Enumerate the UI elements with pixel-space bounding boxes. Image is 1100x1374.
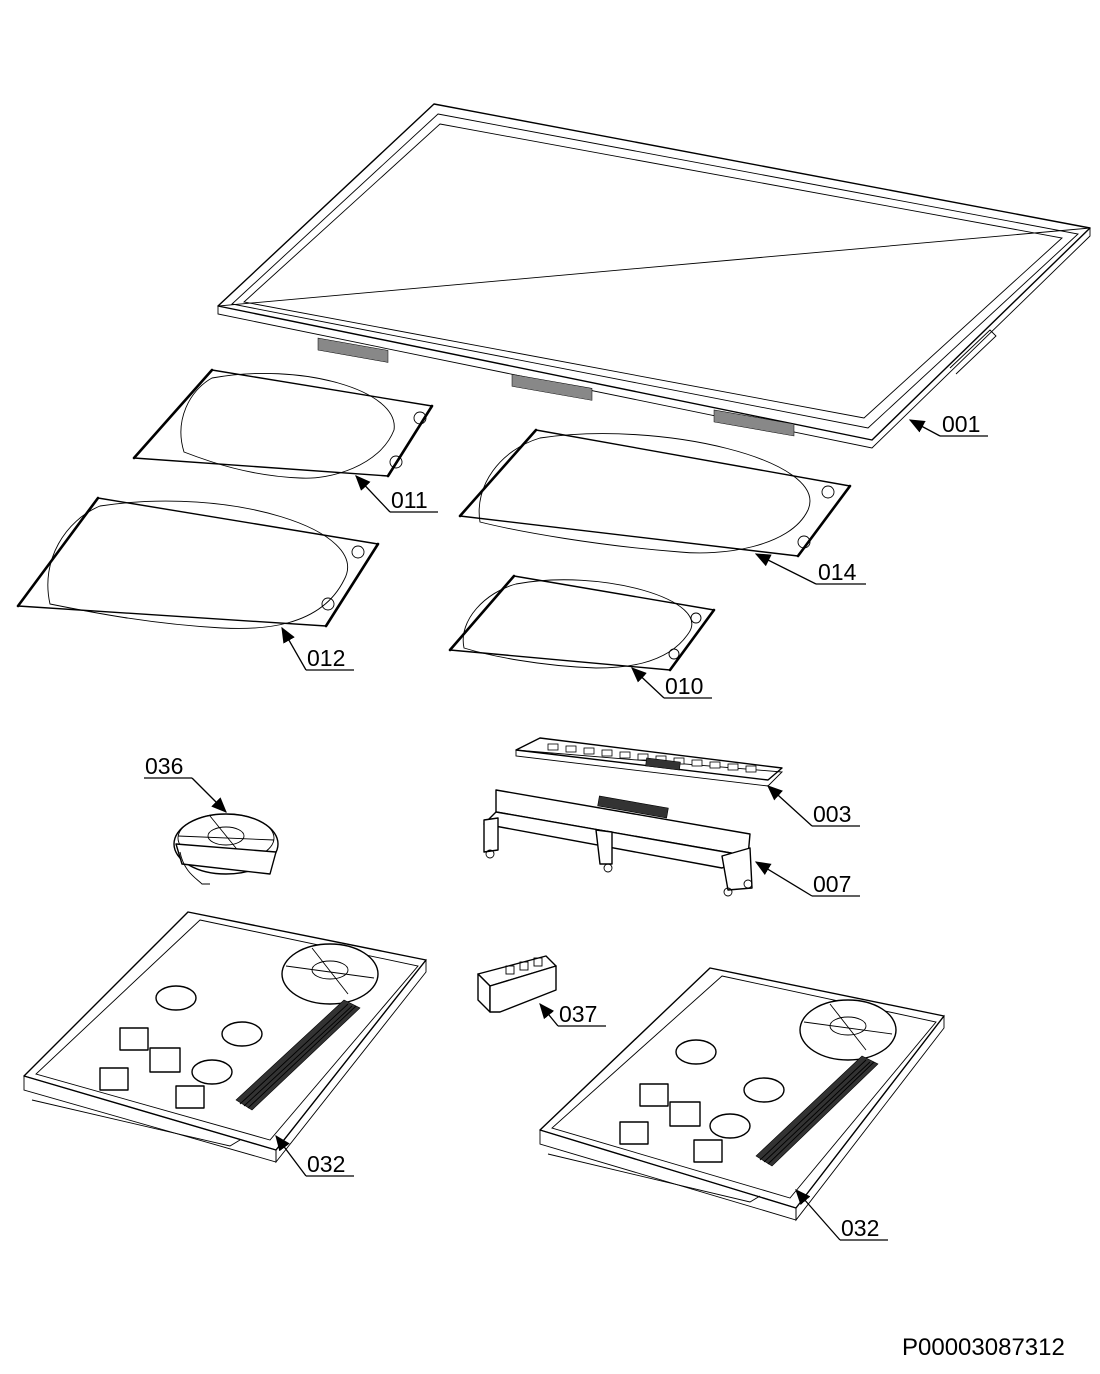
filter-part — [477, 955, 557, 1013]
coil-rear-right-part — [458, 428, 852, 558]
callout-label-032-right: 032 — [841, 1215, 879, 1241]
callout-label-007: 007 — [813, 871, 851, 897]
callout-label-032-left: 032 — [307, 1151, 345, 1177]
control-board-part — [515, 737, 784, 787]
power-board-right-part — [539, 967, 945, 1222]
callout-label-037: 037 — [559, 1001, 597, 1027]
document-id: P00003087312 — [902, 1334, 1065, 1361]
callout-012: 012 — [281, 626, 354, 671]
coil-rear-left-part — [132, 368, 434, 479]
callout-001: 001 — [908, 411, 988, 437]
callout-003: 003 — [767, 785, 860, 827]
power-board-left-part — [23, 911, 427, 1164]
callout-007: 007 — [754, 861, 860, 897]
callout-label-011: 011 — [391, 487, 428, 513]
callout-011: 011 — [355, 475, 438, 513]
callout-037: 037 — [539, 1001, 606, 1027]
callout-label-001: 001 — [942, 411, 980, 437]
callout-label-010: 010 — [665, 673, 703, 699]
coil-front-left-part — [16, 496, 380, 629]
callout-032-left: 032 — [275, 1134, 354, 1177]
fan-part — [173, 813, 279, 885]
callout-010: 010 — [631, 667, 712, 699]
callout-label-014: 014 — [818, 559, 857, 585]
callout-032-right: 032 — [795, 1189, 888, 1241]
callout-label-012: 012 — [307, 645, 345, 671]
callout-036: 036 — [144, 753, 227, 813]
callout-014: 014 — [754, 553, 866, 585]
coil-front-right-part — [448, 574, 716, 672]
callout-label-036: 036 — [145, 753, 183, 779]
control-bracket-part — [483, 789, 753, 897]
glass-frame-part — [217, 103, 1091, 449]
callout-label-003: 003 — [813, 801, 851, 827]
